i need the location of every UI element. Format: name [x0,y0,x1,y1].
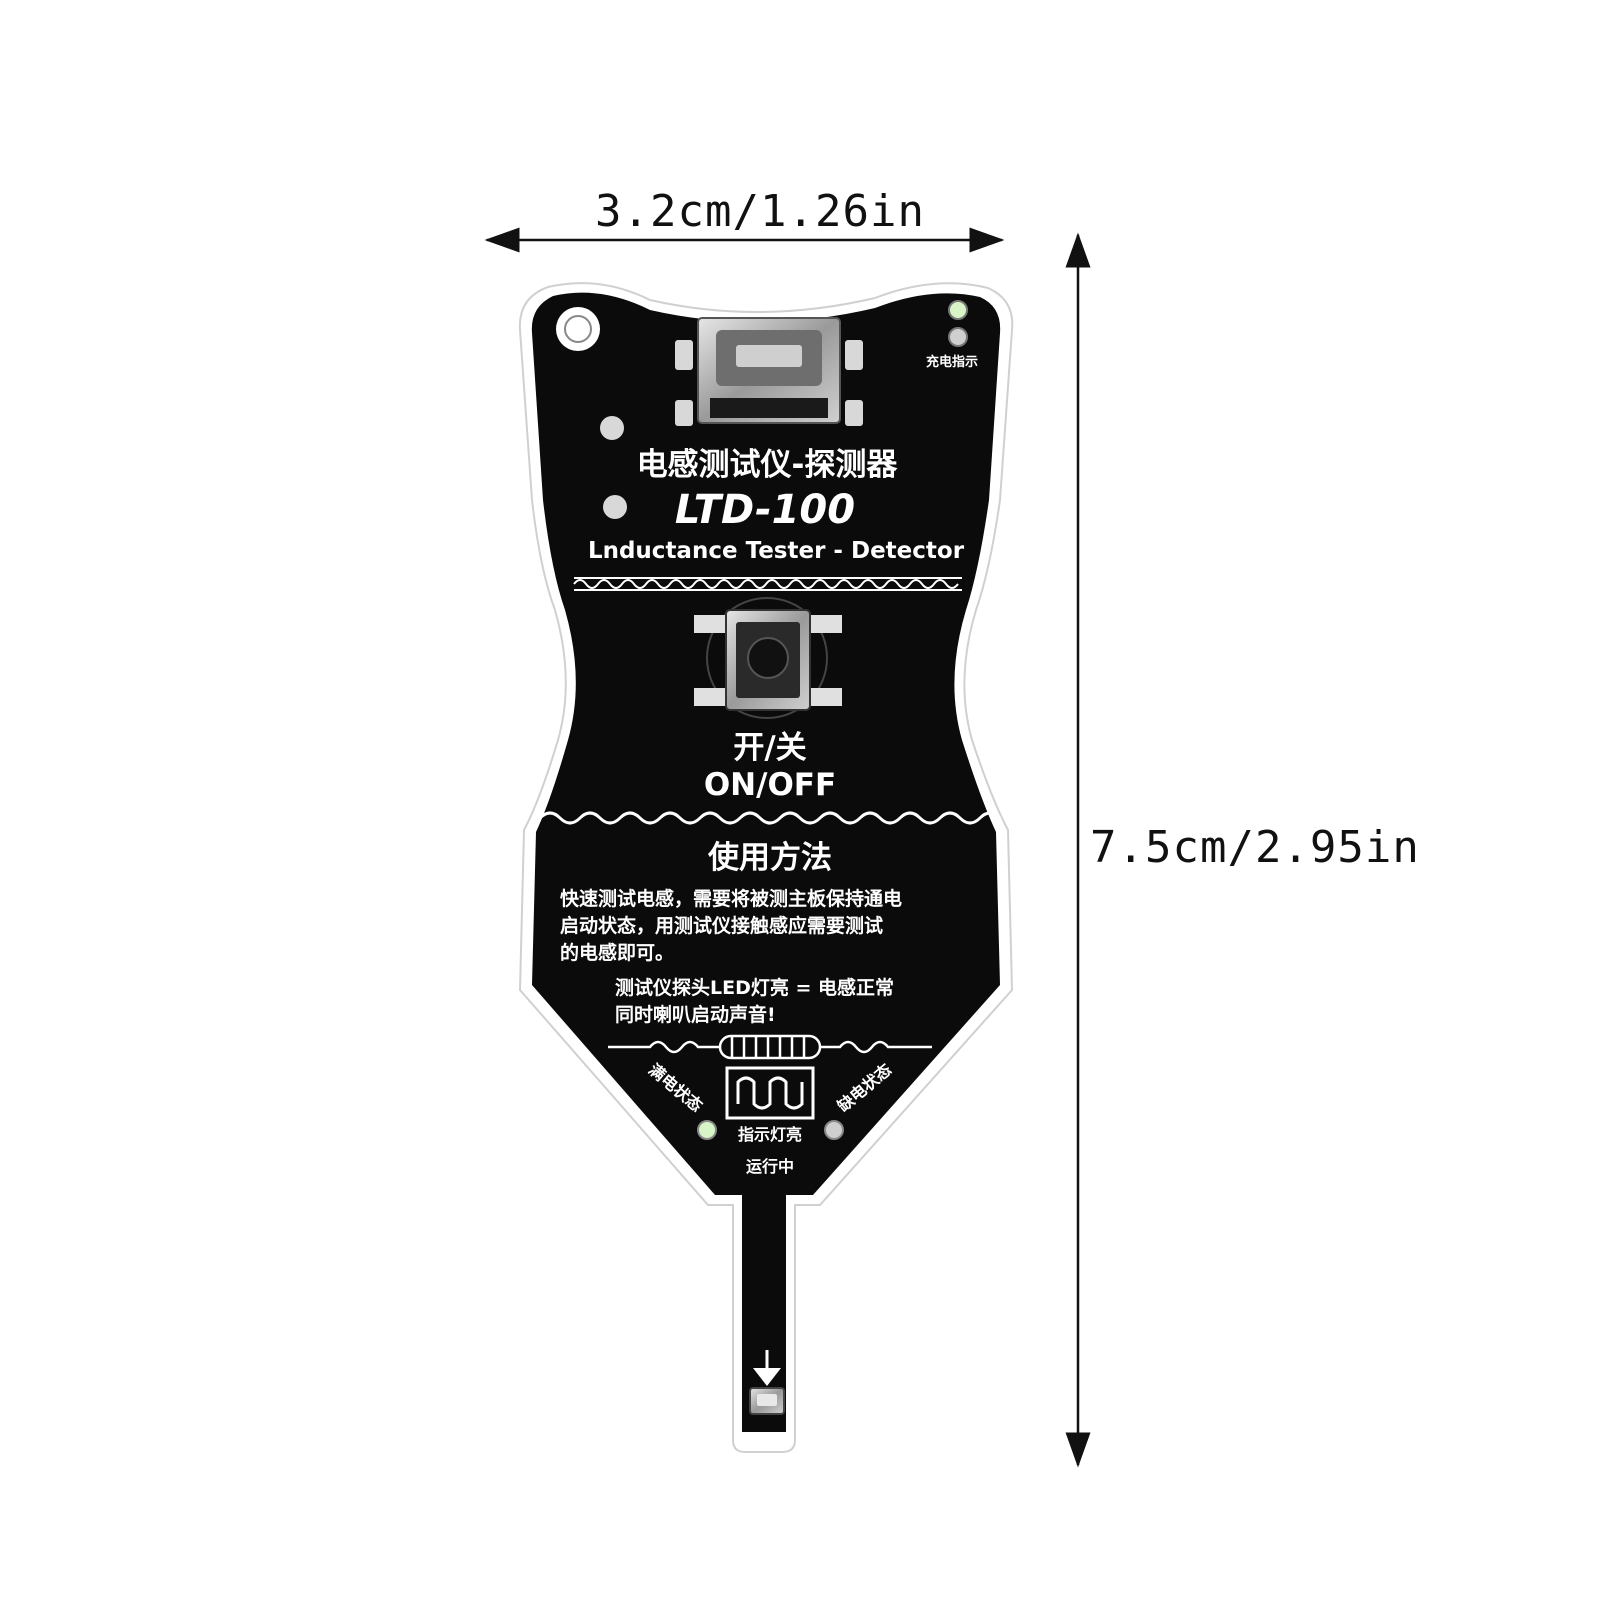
status-led [824,1120,844,1140]
pcb-board: 充电指示 电感测试仪-探测器 LTD-100 Lnductance Tester… [518,282,1014,1453]
width-label: 3.2cm/1.26in [595,186,925,237]
usage-line: 启动状态，用测试仪接触感应需要测试 [560,914,883,937]
height-dimension: 7.5cm/2.95in [1065,232,1420,1468]
usage-title: 使用方法 [707,840,832,876]
chain-divider [573,577,962,591]
note-line: 测试仪探头LED灯亮 = 电感正常 [615,976,894,999]
via-pad [600,416,624,440]
switch-knob [747,637,789,679]
usage-line: 的电感即可。 [560,941,674,964]
via-pad [603,495,627,519]
title-english: Lnductance Tester - Detector [588,538,965,564]
width-dimension: 3.2cm/1.26in [484,186,1005,253]
probe-tip [749,1350,785,1415]
usage-line: 快速测试电感，需要将被测主板保持通电 [560,887,902,910]
height-label: 7.5cm/2.95in [1090,822,1420,873]
title-chinese: 电感测试仪-探测器 [637,447,899,483]
switch-label-chinese: 开/关 [733,730,806,766]
switch-label-english: ON/OFF [704,767,836,803]
coil-trace [608,1034,932,1060]
indicator-label: 指示灯亮 [738,1125,802,1144]
power-switch [694,597,842,719]
charge-led [948,327,968,347]
usb-c-connector [675,317,863,426]
inductor-symbol-icon [725,1066,815,1120]
note-line: 同时喇叭启动声音! [615,1003,776,1026]
charge-indicator-label: 充电指示 [926,354,978,370]
charge-led [948,300,968,320]
model-number: LTD-100 [675,487,855,533]
running-label: 运行中 [746,1157,794,1176]
status-led [697,1120,717,1140]
wave-divider [538,811,1002,825]
